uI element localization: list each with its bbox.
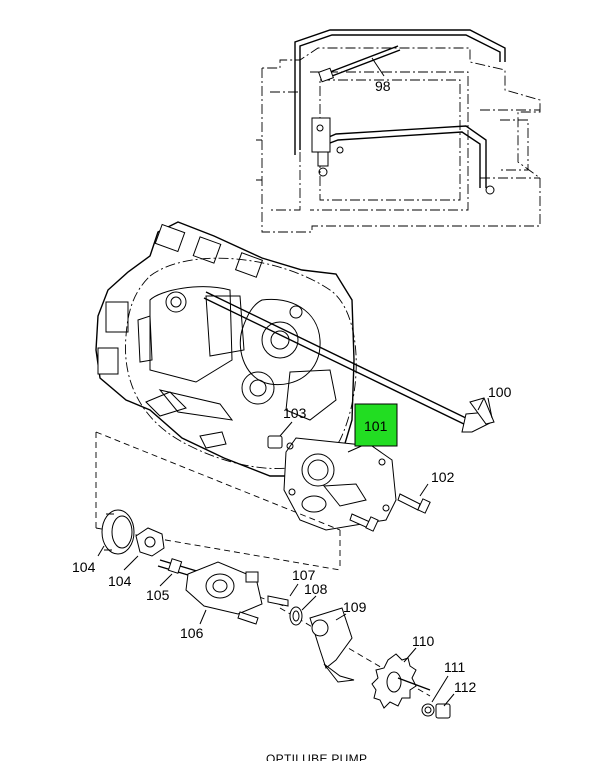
- drive-gear: [371, 653, 431, 709]
- callout-111[interactable]: 111: [444, 659, 465, 675]
- callout-104-rotor-inner[interactable]: 104: [108, 573, 132, 589]
- cover-bolts: [237, 595, 289, 625]
- callout-102[interactable]: 102: [431, 469, 455, 485]
- rotor-outer: [101, 509, 135, 555]
- callout-112[interactable]: 112: [454, 679, 477, 695]
- highlight-box-101[interactable]: [354, 403, 398, 447]
- washer: [421, 703, 435, 717]
- callout-106[interactable]: 106: [180, 625, 204, 641]
- leader-lines: [97, 397, 485, 707]
- seal-ring: [289, 606, 303, 626]
- callout-107[interactable]: 107: [292, 567, 316, 583]
- callout-108[interactable]: 108: [304, 581, 328, 597]
- callout-103[interactable]: 103: [283, 405, 307, 421]
- pump-bolts: [349, 483, 431, 532]
- callout-101[interactable]: 101: [364, 418, 388, 434]
- engine-block-phantom: [256, 29, 541, 233]
- drive-shaft: [309, 607, 355, 683]
- callout-105[interactable]: 105: [146, 587, 170, 603]
- pump-housing-plate: [283, 437, 397, 531]
- transmission-housing: [95, 221, 357, 477]
- rotor-inner: [135, 527, 165, 557]
- diagram-caption: OPTILUBE PUMP: [266, 752, 367, 761]
- callout-109[interactable]: 109: [343, 599, 367, 615]
- pump-cover: [185, 561, 263, 615]
- callout-104-rotor-outer[interactable]: 104: [72, 559, 96, 575]
- shift-shaft: [203, 291, 495, 433]
- nut: [435, 703, 451, 719]
- callout-110[interactable]: 110: [412, 633, 435, 649]
- callout-100[interactable]: 100: [488, 384, 512, 400]
- callout-98[interactable]: 98: [375, 78, 391, 94]
